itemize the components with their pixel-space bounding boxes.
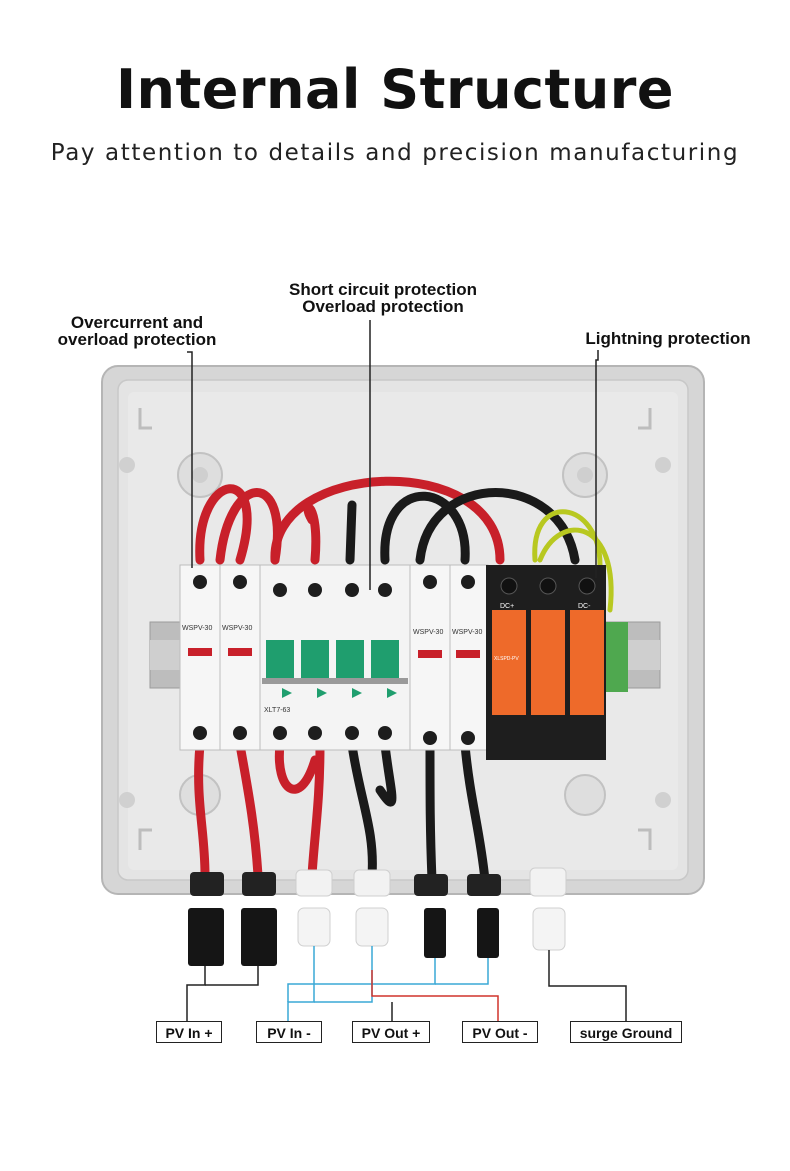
label-surge-ground: surge Ground [570, 1021, 682, 1043]
fuse-label-1: WSPV-30 [182, 625, 212, 632]
label-pv-in-plus: PV In + [156, 1021, 222, 1043]
callout-short-circuit: Short circuit protection Overload protec… [289, 280, 477, 316]
fuse-holder-left-1: WSPV-30 [179, 564, 221, 751]
fuse-label-4: WSPV-30 [452, 629, 482, 636]
cable-glands [190, 867, 567, 897]
label-pv-out-plus: PV Out + [352, 1021, 430, 1043]
fuse-label-3: WSPV-30 [413, 629, 443, 636]
page-title: Internal Structure [115, 58, 675, 121]
fuse-label-2: WSPV-30 [222, 625, 252, 632]
spd-dc-plus-label: DC+ [500, 603, 514, 610]
fuse-holder-left-2: WSPV-30 [219, 564, 261, 751]
fuse-holder-right-2: WSPV-30 [449, 564, 489, 751]
surge-protection-device: DC+ DC- XLSPD-PV [486, 565, 628, 760]
fuse-holder-right-1: WSPV-30 [409, 564, 451, 751]
callout-lightning: Lightning protection [585, 329, 751, 348]
label-pv-out-minus: PV Out - [462, 1021, 538, 1043]
breaker-label: XLT7-63 [264, 707, 290, 714]
wiring-top [195, 476, 614, 613]
callout-leaders [186, 320, 627, 1022]
spd-label: XLSPD-PV [494, 656, 519, 662]
label-pv-in-minus: PV In - [256, 1021, 322, 1043]
wiring-bottom [194, 740, 490, 885]
spd-dc-minus-label: DC- [578, 603, 591, 610]
dc-circuit-breaker: XLT7-63 [259, 564, 411, 751]
callout-overcurrent: Overcurrent and overload protection [57, 313, 217, 349]
page-subtitle: Pay attention to details and precision m… [50, 140, 740, 166]
external-connectors [188, 907, 566, 966]
